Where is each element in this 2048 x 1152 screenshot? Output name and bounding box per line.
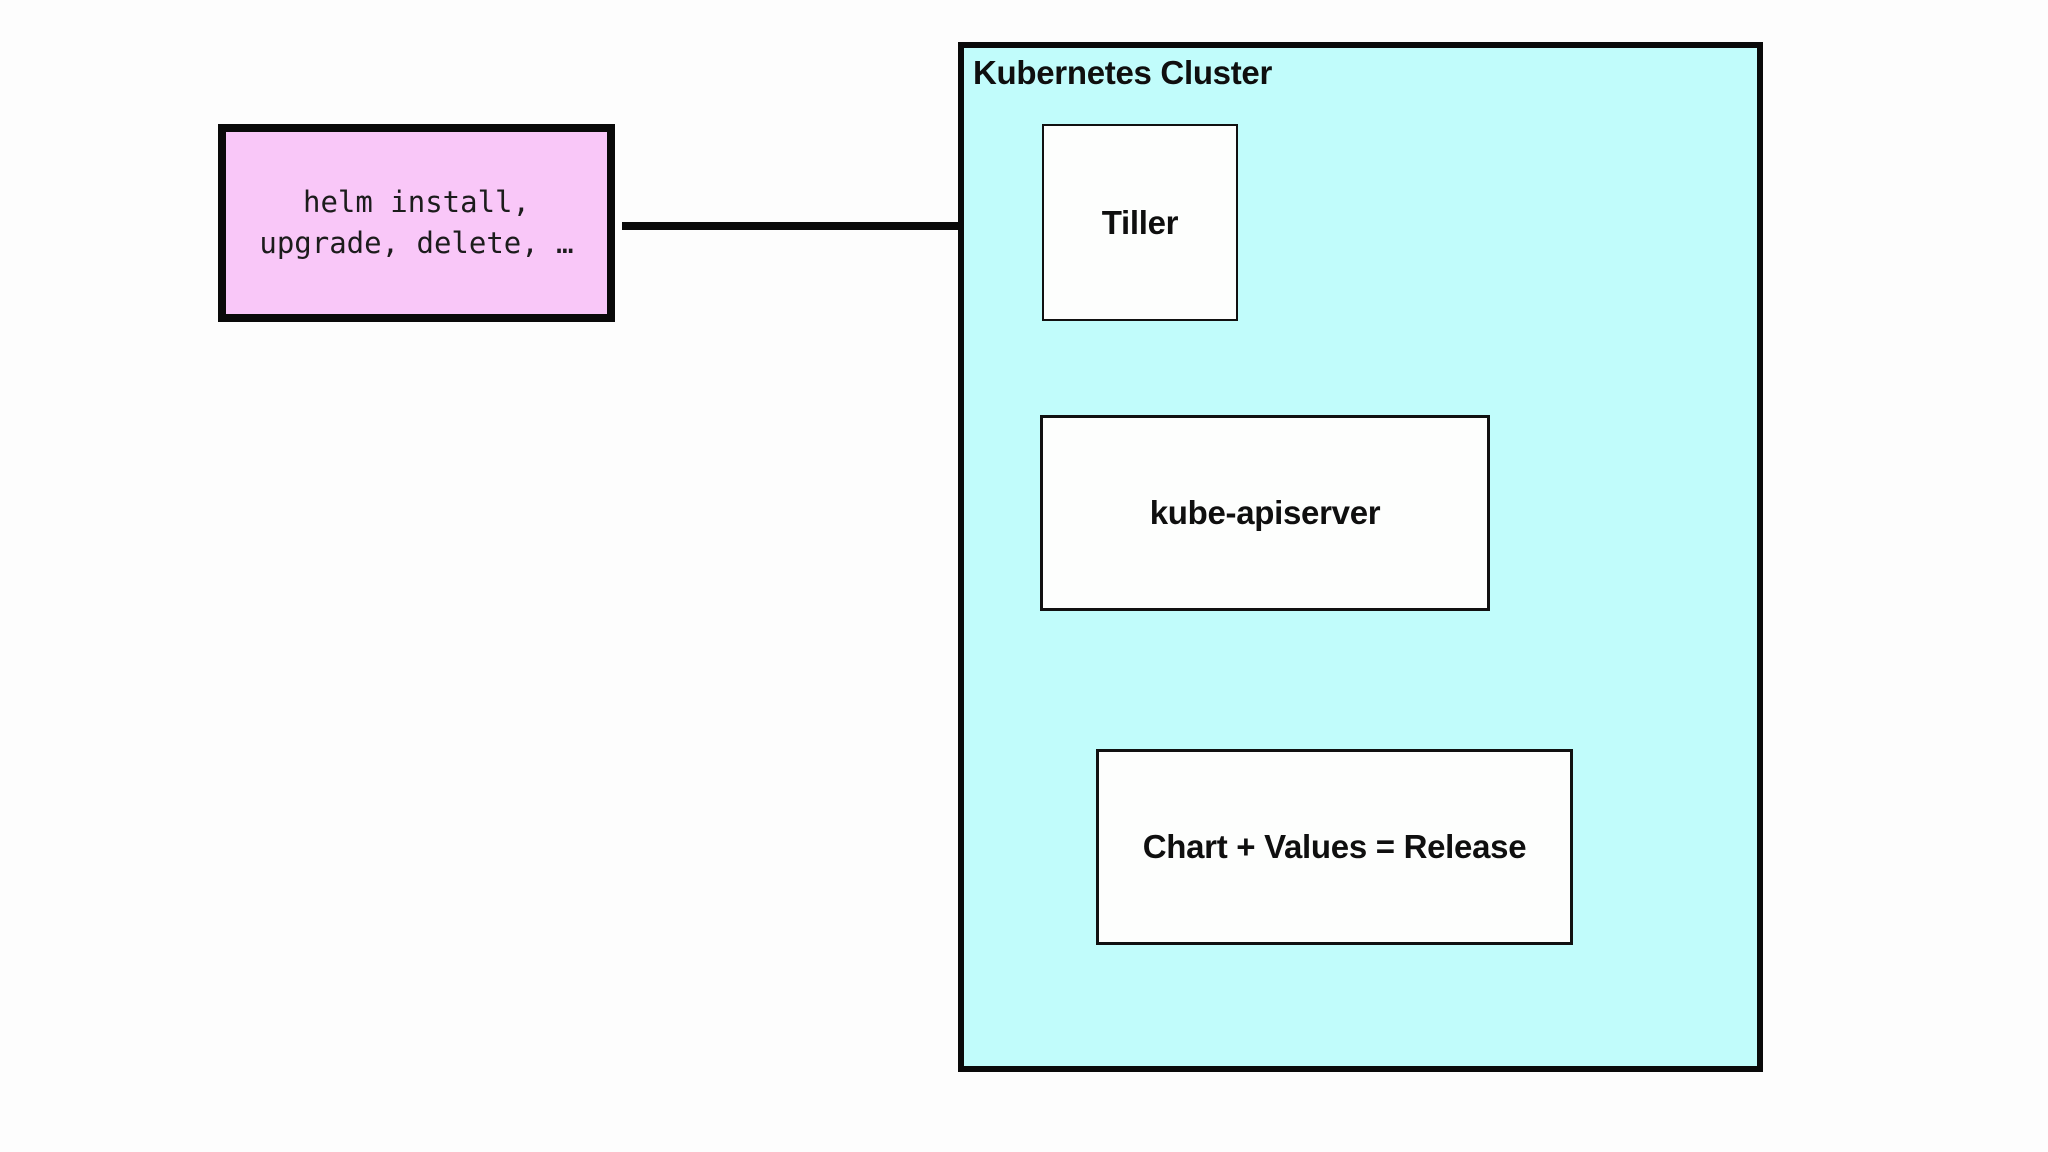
helm-commands-line1: helm install, <box>303 185 530 219</box>
tiller-label: Tiller <box>1101 203 1179 241</box>
kube-apiserver-box: kube-apiserver <box>1040 415 1490 611</box>
chart-values-release-label: Chart + Values = Release <box>1142 828 1527 865</box>
helm-commands-line2: upgrade, delete, … <box>259 226 574 260</box>
tiller-box: Tiller <box>1042 124 1238 321</box>
cluster-title: Kubernetes Cluster <box>973 54 1273 91</box>
kube-apiserver-label: kube-apiserver <box>1149 494 1381 531</box>
kubernetes-cluster-box: Kubernetes Cluster Tiller kube-apiserver… <box>958 42 1763 1072</box>
chart-values-release-box: Chart + Values = Release <box>1096 749 1573 945</box>
helm-commands-box: helm install, upgrade, delete, … <box>218 124 615 322</box>
